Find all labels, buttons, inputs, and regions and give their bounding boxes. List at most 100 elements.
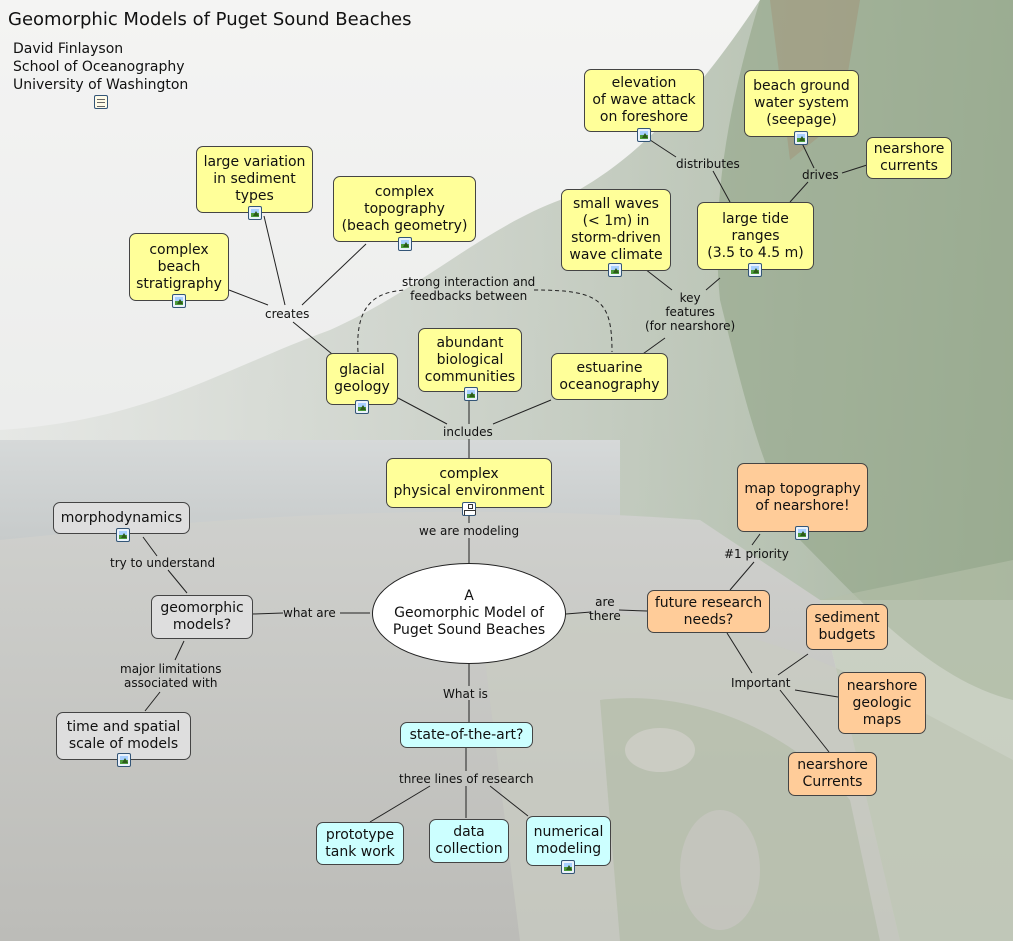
link-label-line: distributes (676, 157, 740, 171)
image-resource-icon[interactable] (398, 237, 412, 251)
author-department: School of Oceanography (13, 59, 185, 75)
node-line: (< 1m) in (582, 213, 650, 229)
image-resource-icon[interactable] (116, 528, 130, 542)
image-resource-icon[interactable] (355, 400, 369, 414)
map-title: Geomorphic Models of Puget Sound Beaches (8, 9, 412, 30)
node-line: nearshore (797, 757, 868, 773)
node-line: estuarine (576, 359, 643, 376)
node-line: models? (172, 617, 232, 633)
node-line: nearshore (846, 677, 918, 694)
node-future-research-needs[interactable]: future research needs? (647, 590, 770, 633)
node-line: abundant (436, 334, 504, 351)
node-complex-beach-stratigraphy[interactable]: complex beach stratigraphy (129, 233, 229, 301)
image-resource-icon[interactable] (637, 128, 651, 142)
link-label-line: Important (731, 676, 791, 690)
node-sediment-budgets[interactable]: sediment budgets (806, 604, 888, 650)
node-line: types (235, 188, 274, 204)
link-label-line: there (589, 609, 621, 623)
node-nearshore-currents-upper[interactable]: nearshore currents (866, 137, 952, 179)
node-line: prototype (325, 826, 395, 843)
node-nearshore-currents-lower[interactable]: nearshore Currents (788, 752, 877, 796)
link-label-what-is: What is (443, 687, 488, 701)
node-line: beach (157, 258, 201, 275)
image-resource-icon[interactable] (248, 206, 262, 220)
node-line: future research (654, 594, 763, 611)
link-label-line: major limitations (120, 662, 222, 676)
author-name: David Finlayson (13, 41, 124, 57)
node-geomorphic-models[interactable]: geomorphic models? (151, 595, 253, 639)
image-resource-icon[interactable] (172, 294, 186, 308)
node-line: communities (424, 368, 516, 385)
node-line: morphodynamics (60, 509, 183, 526)
node-beach-ground-water[interactable]: beach ground water system (seepage) (744, 70, 859, 137)
link-label-line: features (665, 305, 715, 319)
node-large-tide-ranges[interactable]: large tide ranges (3.5 to 4.5 m) (697, 202, 814, 270)
node-small-waves[interactable]: small waves (< 1m) in storm-driven wave … (561, 189, 671, 271)
node-line: of wave attack (592, 92, 696, 108)
node-line: glacial (339, 362, 385, 378)
node-line: nearshore (873, 141, 945, 157)
node-line: data (453, 824, 485, 840)
concept-map-resource-icon[interactable] (462, 502, 476, 516)
node-line: Currents (802, 774, 863, 790)
image-resource-icon[interactable] (117, 753, 131, 767)
node-line: of nearshore! (755, 497, 850, 514)
image-resource-icon[interactable] (794, 131, 808, 145)
image-resource-icon[interactable] (795, 526, 809, 540)
author-university: University of Washington (13, 77, 189, 93)
node-elevation-wave-attack[interactable]: elevation of wave attack on foreshore (584, 69, 704, 132)
link-label-distributes: distributes (676, 157, 740, 171)
document-resource-icon[interactable] (94, 95, 108, 109)
node-line: elevation (611, 75, 677, 91)
link-label-line: we are modeling (419, 524, 520, 538)
image-resource-icon[interactable] (748, 263, 762, 277)
node-map-topography[interactable]: map topography of nearshore! (737, 463, 868, 532)
node-line: ranges (731, 227, 780, 244)
node-central-topic[interactable]: A Geomorphic Model of Puget Sound Beache… (372, 563, 566, 664)
node-numerical-modeling[interactable]: numerical modeling (526, 816, 611, 866)
node-prototype-tank-work[interactable]: prototype tank work (316, 822, 404, 865)
node-line: modeling (535, 841, 602, 857)
node-line: (seepage) (766, 112, 837, 128)
node-complex-topography[interactable]: complex topography (beach geometry) (333, 176, 476, 242)
node-line: complex (374, 183, 435, 200)
node-abundant-biological-communities[interactable]: abundant biological communities (418, 328, 522, 392)
link-label-major-limitations: major limitations associated with (120, 662, 221, 690)
link-label-strong-interaction: strong interaction and feedbacks between (402, 275, 535, 303)
node-complex-physical-environment[interactable]: complex physical environment (386, 458, 552, 508)
link-label-drives: drives (802, 168, 839, 182)
node-line: tank work (325, 843, 395, 860)
image-resource-icon[interactable] (561, 860, 575, 874)
node-nearshore-geologic-maps[interactable]: nearshore geologic maps (838, 672, 926, 734)
node-line: geomorphic (160, 600, 244, 616)
node-line: water system (754, 95, 849, 111)
node-line: Puget Sound Beaches (392, 622, 546, 638)
node-line: (beach geometry) (341, 217, 468, 234)
node-line: large tide (722, 210, 789, 227)
node-time-spatial-scale[interactable]: time and spatial scale of models (56, 712, 191, 760)
link-label-what-are: what are (283, 606, 336, 620)
node-state-of-the-art[interactable]: state-of-the-art? (400, 722, 533, 748)
node-line: Geomorphic Model of (394, 605, 544, 621)
link-label-line: creates (265, 307, 310, 321)
node-line: in sediment (213, 171, 296, 187)
node-large-variation-sediment[interactable]: large variation in sediment types (196, 146, 313, 213)
node-data-collection[interactable]: data collection (429, 819, 509, 863)
node-estuarine-oceanography[interactable]: estuarine oceanography (551, 353, 668, 400)
node-line: complex (439, 466, 499, 482)
image-resource-icon[interactable] (464, 387, 478, 401)
link-label-we-are-modeling: we are modeling (419, 524, 519, 538)
link-label-priority: #1 priority (724, 547, 789, 561)
link-label-line: drives (802, 168, 839, 182)
node-line: sediment (814, 610, 880, 626)
node-line: collection (435, 841, 503, 857)
node-line: A (464, 588, 474, 604)
image-resource-icon[interactable] (608, 263, 622, 277)
link-label-line: #1 priority (724, 547, 789, 561)
node-glacial-geology[interactable]: glacial geology (326, 353, 398, 405)
node-line: biological (436, 351, 504, 368)
node-line: state-of-the-art? (409, 726, 524, 743)
link-label-line: (for nearshore) (645, 319, 736, 333)
node-line: geologic (852, 694, 912, 711)
